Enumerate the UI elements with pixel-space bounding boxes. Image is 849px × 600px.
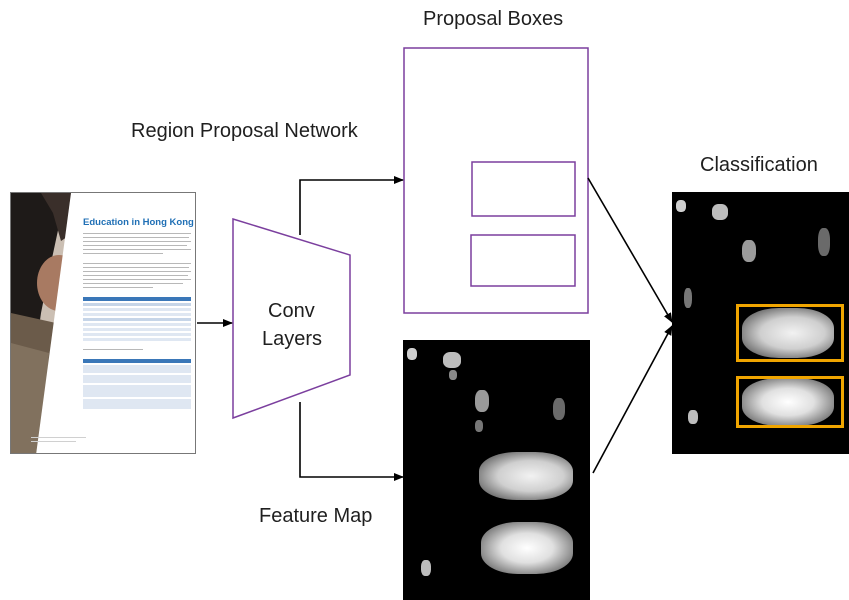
classification-label: Classification xyxy=(700,154,818,176)
proposal-box-1 xyxy=(471,161,576,217)
feature-map-label: Feature Map xyxy=(259,505,373,527)
conv-layers-trapezoid xyxy=(232,217,351,420)
document-title: Education in Hong Kong xyxy=(83,217,194,228)
classification-image xyxy=(672,192,849,454)
feature-map-image xyxy=(403,340,590,600)
proposal-box-2 xyxy=(470,234,576,287)
proposal-boxes-label: Proposal Boxes xyxy=(423,8,564,30)
region-proposal-network-label: Region Proposal Network xyxy=(131,120,358,142)
proposal-boxes-frame xyxy=(403,47,589,314)
classification-highlight-1 xyxy=(736,304,844,362)
arrow-featuremap-to-classification xyxy=(592,325,673,474)
arrow-conv-to-featuremap xyxy=(299,402,404,481)
document-photo xyxy=(11,193,81,453)
conv-layers-label-line2: Layers xyxy=(262,328,323,350)
classification-highlight-2 xyxy=(736,376,844,428)
input-document-image: Education in Hong Kong xyxy=(10,192,196,454)
arrow-proposals-to-classification xyxy=(587,177,673,323)
arrow-conv-to-proposals xyxy=(299,176,404,235)
conv-layers-label-line1: Conv xyxy=(268,300,315,322)
